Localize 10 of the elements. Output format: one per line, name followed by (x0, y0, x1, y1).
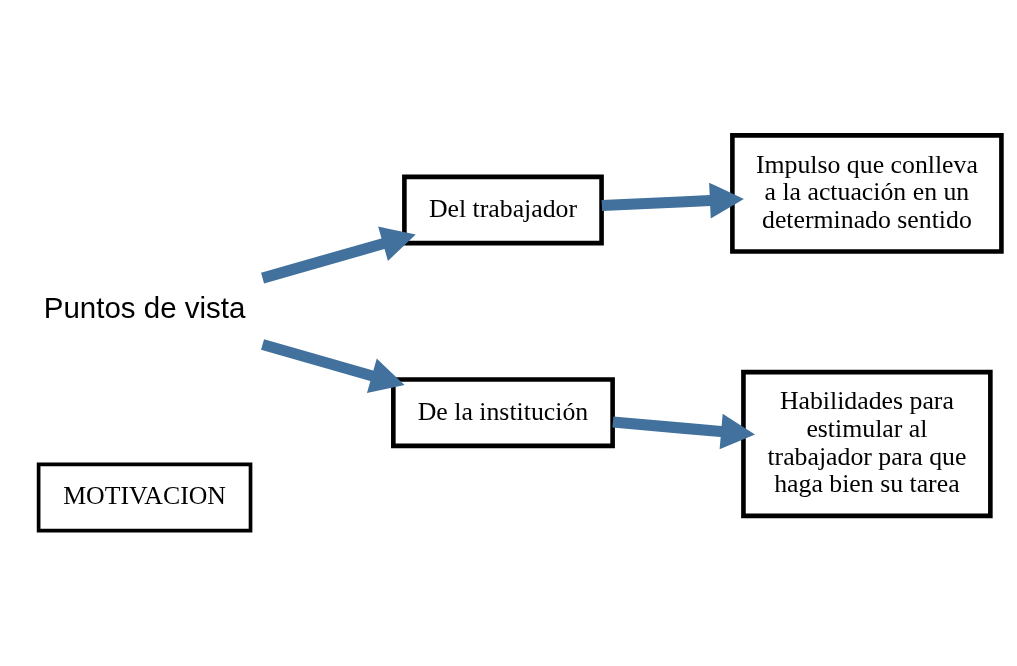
node-box: Del trabajador (402, 174, 604, 246)
node-box: De la institución (391, 377, 615, 449)
arrow (261, 226, 416, 284)
node-box: Habilidades para estimular al trabajador para que haga bien su tarea (741, 369, 993, 519)
arrow (261, 339, 405, 393)
arrow (601, 182, 744, 219)
node-box: Impulso que conlleva a la actuación en un determinado sentido (730, 133, 1004, 254)
node-box: MOTIVACION (36, 462, 253, 533)
arrow (612, 413, 755, 450)
node-text: Puntos de vista (43, 291, 246, 325)
